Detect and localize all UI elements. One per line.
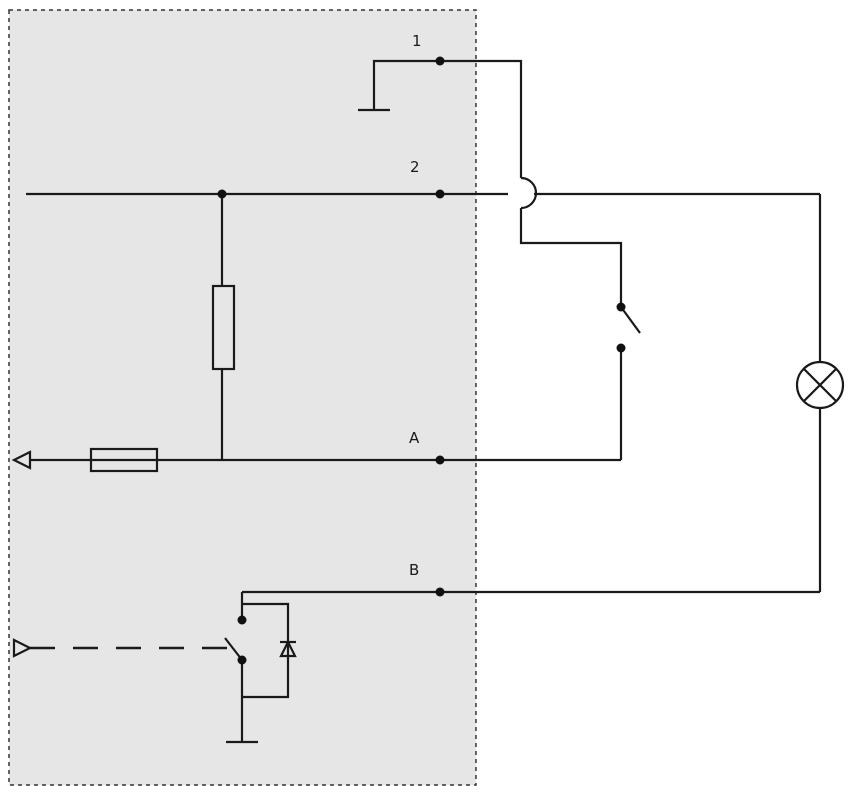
terminal-1-dot [435, 56, 445, 66]
junction-pullup-dot [217, 189, 227, 199]
relay-contact-bottom-dot [237, 655, 247, 665]
terminal-B-dot [435, 587, 445, 597]
switch-contact-bottom-dot [616, 343, 626, 353]
relay-contact-top-dot [237, 615, 247, 625]
diode-icon [279, 639, 297, 658]
output-arrow-icon [12, 638, 33, 658]
terminal-2-dot [435, 189, 445, 199]
external-switch-blade [620, 306, 641, 334]
terminal-A-dot [435, 455, 445, 465]
wire-diode-loop [242, 602, 290, 699]
wire-crossover-hop [520, 176, 538, 210]
series-resistor [89, 447, 159, 473]
relay-switch-blade [224, 637, 243, 661]
pullup-resistor [211, 284, 236, 371]
wire-to-external-switch [519, 208, 623, 305]
terminal-label-1: 1 [412, 32, 422, 50]
wire-terminal-1 [372, 59, 523, 178]
terminal-label-A: A [409, 429, 420, 447]
lamp-icon [795, 360, 845, 410]
input-arrow-icon [11, 450, 32, 470]
switch-contact-top-dot [616, 302, 626, 312]
terminal-label-2: 2 [410, 158, 420, 176]
terminal-label-B: B [409, 561, 419, 579]
